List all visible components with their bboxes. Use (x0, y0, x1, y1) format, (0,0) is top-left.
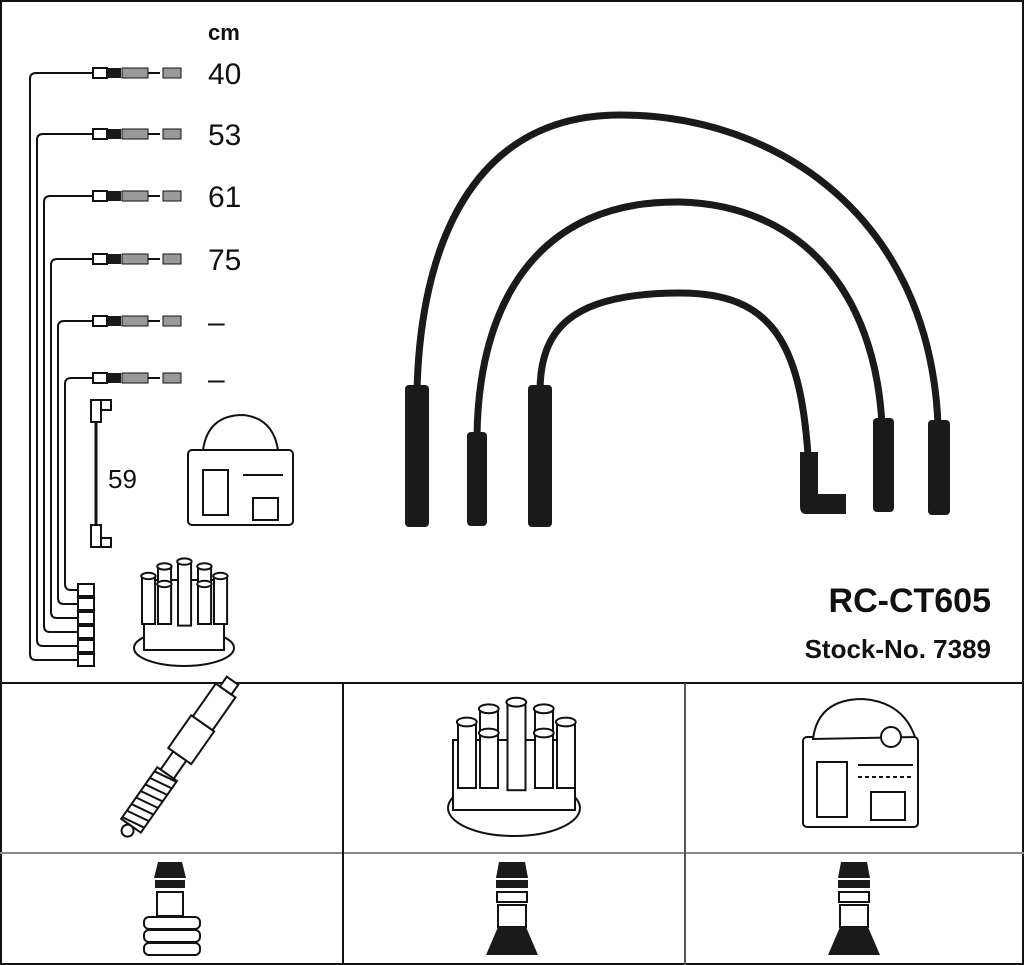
legend-row: 53 (36, 119, 241, 653)
legend-row: – (57, 306, 225, 611)
legend-row: – (64, 363, 225, 597)
plug-boot-icon (528, 385, 552, 527)
cable-length-value: 61 (208, 181, 241, 214)
coil-lead-icon (90, 399, 112, 548)
cable-length-value: 53 (208, 119, 241, 152)
cable-length-value: 40 (208, 58, 241, 91)
cable-connector-icon (92, 315, 182, 327)
legend-row: 40 (29, 58, 241, 667)
cable-line (50, 258, 92, 619)
plug-boot-icon (928, 420, 950, 515)
cable-middle (473, 198, 886, 442)
cable-line (57, 320, 92, 605)
distributor-cap-icon (447, 696, 581, 837)
cable-line (64, 377, 92, 591)
cable-longest (413, 111, 942, 429)
cable-connector-icon (92, 190, 182, 202)
distributor-terminal-icon (77, 597, 95, 611)
cable-connector-icon (92, 372, 182, 384)
plug-boot-icon (405, 385, 429, 527)
ignition-coil-icon-small (187, 413, 294, 526)
coil-terminal-icon (828, 862, 880, 955)
cable-connector-icon (92, 128, 182, 140)
distributor-terminal-icon (77, 639, 95, 653)
unit-label: cm (208, 20, 240, 45)
plug-terminal-straight-icon (143, 862, 201, 956)
cable-connector-icon (92, 67, 182, 79)
distributor-terminal-icon (77, 625, 95, 639)
legend-row: 61 (43, 181, 241, 639)
cable-length-value: – (208, 306, 225, 339)
spark-plug-icon (119, 675, 240, 838)
distributor-terminal-icon (77, 653, 95, 667)
cable-shortest (536, 289, 812, 459)
plug-boot-icon (873, 418, 894, 512)
cable-connector-icon (92, 253, 182, 265)
ignition-cables (405, 111, 950, 527)
cable-line (29, 72, 92, 661)
cable-length-legend: cm 40 53 61 75 – – 59 (29, 20, 241, 667)
distributor-terminal-icon (486, 862, 538, 955)
cable-length-value: 75 (208, 244, 241, 277)
legend-row: 75 (50, 244, 241, 625)
stock-number: Stock-No. 7389 (805, 634, 991, 664)
plug-boot-icon (467, 432, 487, 526)
distributor-terminal-icon (77, 583, 95, 597)
angled-plug-boot-icon (800, 452, 846, 514)
distributor-cap-icon-small (133, 557, 235, 667)
cable-length-value: – (208, 363, 225, 396)
product-code: RC-CT605 (829, 582, 991, 620)
ignition-coil-icon (802, 697, 919, 828)
distributor-terminal-icon (77, 611, 95, 625)
coil-lead-length: 59 (108, 464, 137, 494)
cable-line (36, 133, 92, 647)
cable-line (43, 195, 92, 633)
